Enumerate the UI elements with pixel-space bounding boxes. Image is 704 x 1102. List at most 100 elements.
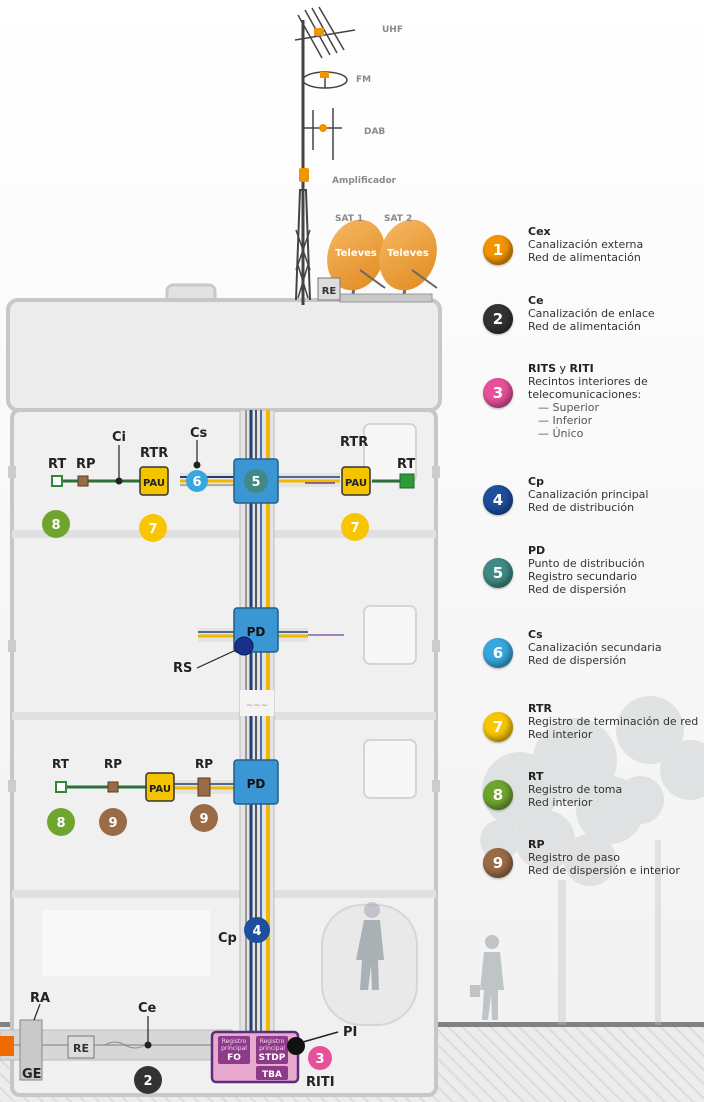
sat1-label: SAT 1: [335, 214, 363, 224]
uhf-antenna: [294, 6, 356, 59]
cp-label: Cp: [218, 931, 237, 946]
legend-badge-9: 9: [483, 848, 513, 878]
rt-label-top-left: RT: [48, 457, 66, 472]
rp-label-lower-2: RP: [195, 757, 213, 771]
legend-title-rtr: RTR: [528, 702, 552, 715]
legend-line: Canalización principal: [528, 488, 649, 501]
legend-line: Red de dispersión: [528, 583, 627, 596]
legend-line: Red de dispersión e interior: [528, 864, 680, 877]
cex-entry-icon: [0, 1036, 14, 1056]
stdp-label: STDP: [259, 1053, 286, 1063]
pau-box-lower: [145, 772, 175, 802]
reg-stdp-line1: Registro: [260, 1038, 285, 1045]
rt-label-lower: RT: [52, 757, 70, 771]
legend-line: Registro de paso: [528, 851, 620, 864]
legend-line: Red de dispersión: [528, 654, 627, 667]
re-top-label: RE: [322, 286, 337, 297]
dab-label: DAB: [364, 127, 385, 137]
legend-title-rits-riti: RITS y RITI: [528, 362, 704, 375]
badge-8-diagram-top: [42, 510, 70, 538]
badge-7-diagram-left-num: 7: [148, 522, 157, 537]
legend-badge-7: 7: [483, 712, 513, 742]
ge-label: GE: [22, 1067, 42, 1082]
rp-label-top-left: RP: [76, 457, 96, 472]
legend-title-ce: Ce: [528, 294, 544, 307]
pi-label: PI: [343, 1025, 357, 1040]
legend-line: Registro de terminación de red: [528, 715, 699, 728]
fm-label: FM: [356, 75, 371, 85]
badge-8-diagram-lower: [47, 808, 75, 836]
badge-9-diagram-2-num: 9: [199, 812, 208, 827]
legend-title-cp: Cp: [528, 475, 544, 488]
ra-box: [19, 1019, 43, 1081]
tree-illustration: [480, 696, 704, 1025]
reg-fo-line2: principal: [221, 1045, 247, 1052]
legend-line: telecomunicaciones:: [528, 388, 642, 401]
legend-line: Recintos interiores de: [528, 375, 648, 388]
rtr-label-right: RTR: [340, 435, 368, 450]
re-top-box: [317, 277, 341, 301]
rt-icon-top-left: [51, 475, 63, 487]
legend-badge-6: 6: [483, 638, 513, 668]
building: [6, 283, 442, 1097]
legend-title-cs: Cs: [528, 628, 543, 641]
pau-box-top-left: [139, 466, 169, 496]
legend-line: Red de distribución: [528, 501, 635, 514]
legend-title-rits: RITS: [528, 362, 556, 375]
legend-sub-item: — Inferior: [538, 414, 593, 427]
badge-3-diagram-num: 3: [315, 1052, 324, 1067]
antenna-mast: [295, 20, 311, 305]
pd-label-middle: PD: [247, 625, 266, 639]
badge-7-diagram-right: [341, 513, 369, 541]
dish-brand-2: Televes: [387, 248, 429, 259]
legend-line: Registro de toma: [528, 783, 623, 796]
pau-box-top-right: [341, 466, 371, 496]
rs-marker: [234, 636, 254, 656]
dab-antenna: [303, 108, 342, 160]
pi-marker: [287, 1037, 305, 1055]
badge-6-diagram: [186, 470, 208, 492]
pau-label-lower: PAU: [149, 784, 171, 795]
legend-title-rp: RP: [528, 838, 545, 851]
pd-box-lower: [233, 759, 279, 805]
legend-title-pd: PD: [528, 544, 546, 557]
tba-label: TBA: [262, 1070, 282, 1080]
legend-line: Red interior: [528, 796, 593, 809]
badge-9-diagram-2: [190, 804, 218, 832]
legend-badge-8: 8: [483, 780, 513, 810]
badge-7-diagram-right-num: 7: [350, 521, 359, 536]
rt-label-top-right: RT: [397, 457, 415, 472]
ci-label: Ci: [112, 430, 126, 445]
legend-line: Canalización de enlace: [528, 307, 655, 320]
satellite-dish-1: [327, 219, 386, 301]
badge-8-diagram-lower-num: 8: [56, 816, 65, 831]
legend-title-rt: RT: [528, 770, 544, 783]
rs-label: RS: [173, 661, 192, 676]
badge-2-diagram-num: 2: [143, 1074, 152, 1089]
dish-base: [339, 293, 433, 303]
badge-4-diagram: [244, 917, 270, 943]
riti-room: [210, 1030, 300, 1084]
rp-icon-lower-1: [107, 781, 119, 793]
badge-7-diagram-left: [139, 514, 167, 542]
legend-badge-2: 2: [483, 304, 513, 334]
legend-badge-3: 3: [483, 378, 513, 408]
rt-icon-top-right: [399, 473, 415, 489]
pd-label-lower: PD: [247, 777, 266, 791]
badge-5-diagram-num: 5: [251, 475, 260, 490]
badge-2-diagram: [134, 1066, 162, 1094]
legend-line: Punto de distribución: [528, 557, 645, 570]
badge-6-diagram-num: 6: [192, 475, 201, 490]
legend-sub-item: — Único: [538, 427, 584, 440]
badge-3-diagram: [308, 1046, 332, 1070]
legend-title-riti: RITI: [569, 362, 594, 375]
badge-4-diagram-num: 4: [252, 924, 261, 939]
rt-icon-lower: [55, 781, 67, 793]
amplifier-icon: [299, 168, 309, 182]
fm-antenna: [302, 71, 348, 89]
fo-label: FO: [227, 1053, 241, 1063]
ra-label: RA: [30, 991, 50, 1006]
pau-label-top-right: PAU: [345, 478, 367, 489]
legend-badge-1: 1: [483, 235, 513, 265]
